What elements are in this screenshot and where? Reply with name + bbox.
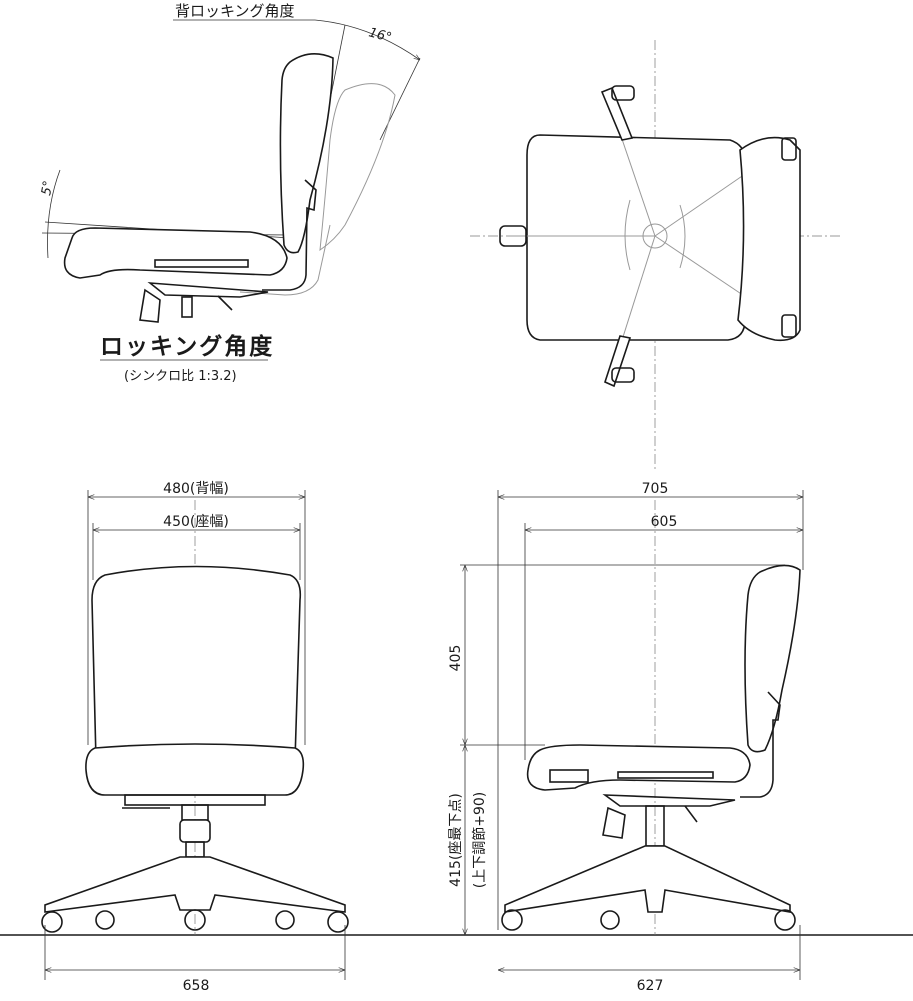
base-width-label: 658 <box>183 978 210 994</box>
cylinder-cover <box>179 819 211 843</box>
backrest-side <box>744 564 801 753</box>
back-angle-value: 16° <box>367 25 393 45</box>
caster-bottom <box>611 367 635 383</box>
front-view: 480(背幅) 450(座幅) 658 <box>41 481 349 994</box>
backrest-front <box>91 565 302 761</box>
rocking-angle-label: ロッキング角度 <box>100 333 274 360</box>
backrest <box>279 53 334 254</box>
tilted-backrest <box>319 83 396 252</box>
base-star-front <box>44 856 346 913</box>
caster-top <box>611 85 635 101</box>
seat-angle-arc <box>47 169 61 259</box>
lever-handle <box>139 288 161 323</box>
back-width-label: 480(背幅) <box>163 481 229 497</box>
casters-front <box>41 909 349 933</box>
seat-adjust-label: (上下調節+90) <box>471 792 488 888</box>
rocking-side-view: 背ロッキング角度 16° 5° ロッキング角度 (シンクロ比 1:3.2) <box>39 2 420 384</box>
side-view: 705 605 405 415(座最下点) (上下調節+90) 627 <box>448 481 804 994</box>
seat-depth-label: 605 <box>651 514 678 530</box>
seat-mechanism-side <box>602 794 736 807</box>
seat-mechanism <box>147 282 269 298</box>
gas-cylinder <box>181 296 193 318</box>
seat-label-plate <box>549 769 589 783</box>
seat-angle-value: 5° <box>39 180 56 197</box>
base-leg-top <box>600 86 634 141</box>
tilted-back-frame <box>239 224 331 296</box>
caster-right-top <box>781 137 797 161</box>
lever-side <box>602 806 626 839</box>
seat-height-label: 415(座最下点) <box>448 793 464 887</box>
total-depth-label: 705 <box>642 481 669 497</box>
caster-left <box>499 225 527 247</box>
seat-mechanism-plate <box>154 259 249 268</box>
seat-side <box>526 744 751 791</box>
backrest-plan <box>737 136 801 342</box>
base-depth-label: 627 <box>637 978 664 994</box>
back-height-label: 405 <box>448 645 464 672</box>
tension-lever-side <box>684 805 698 823</box>
seat-mechanism-plate-side <box>617 771 714 779</box>
back-frame <box>262 179 317 291</box>
back-rocking-angle-label: 背ロッキング角度 <box>175 2 295 20</box>
synchro-ratio: (シンクロ比 1:3.2) <box>124 369 237 384</box>
caster-right-bottom <box>781 314 797 338</box>
casters-side <box>501 909 796 931</box>
base-leg-bottom <box>604 335 632 388</box>
back-angle-line-tilted <box>379 57 421 141</box>
back-angle-arc <box>314 19 420 60</box>
seat-plan <box>526 134 746 341</box>
seat-cushion <box>63 227 288 279</box>
base-star-side <box>504 845 791 913</box>
tension-lever <box>217 295 233 311</box>
seat-width-label: 450(座幅) <box>163 514 229 530</box>
back-frame-side <box>740 691 781 798</box>
plan-view <box>470 40 840 470</box>
seat-front <box>85 743 305 796</box>
